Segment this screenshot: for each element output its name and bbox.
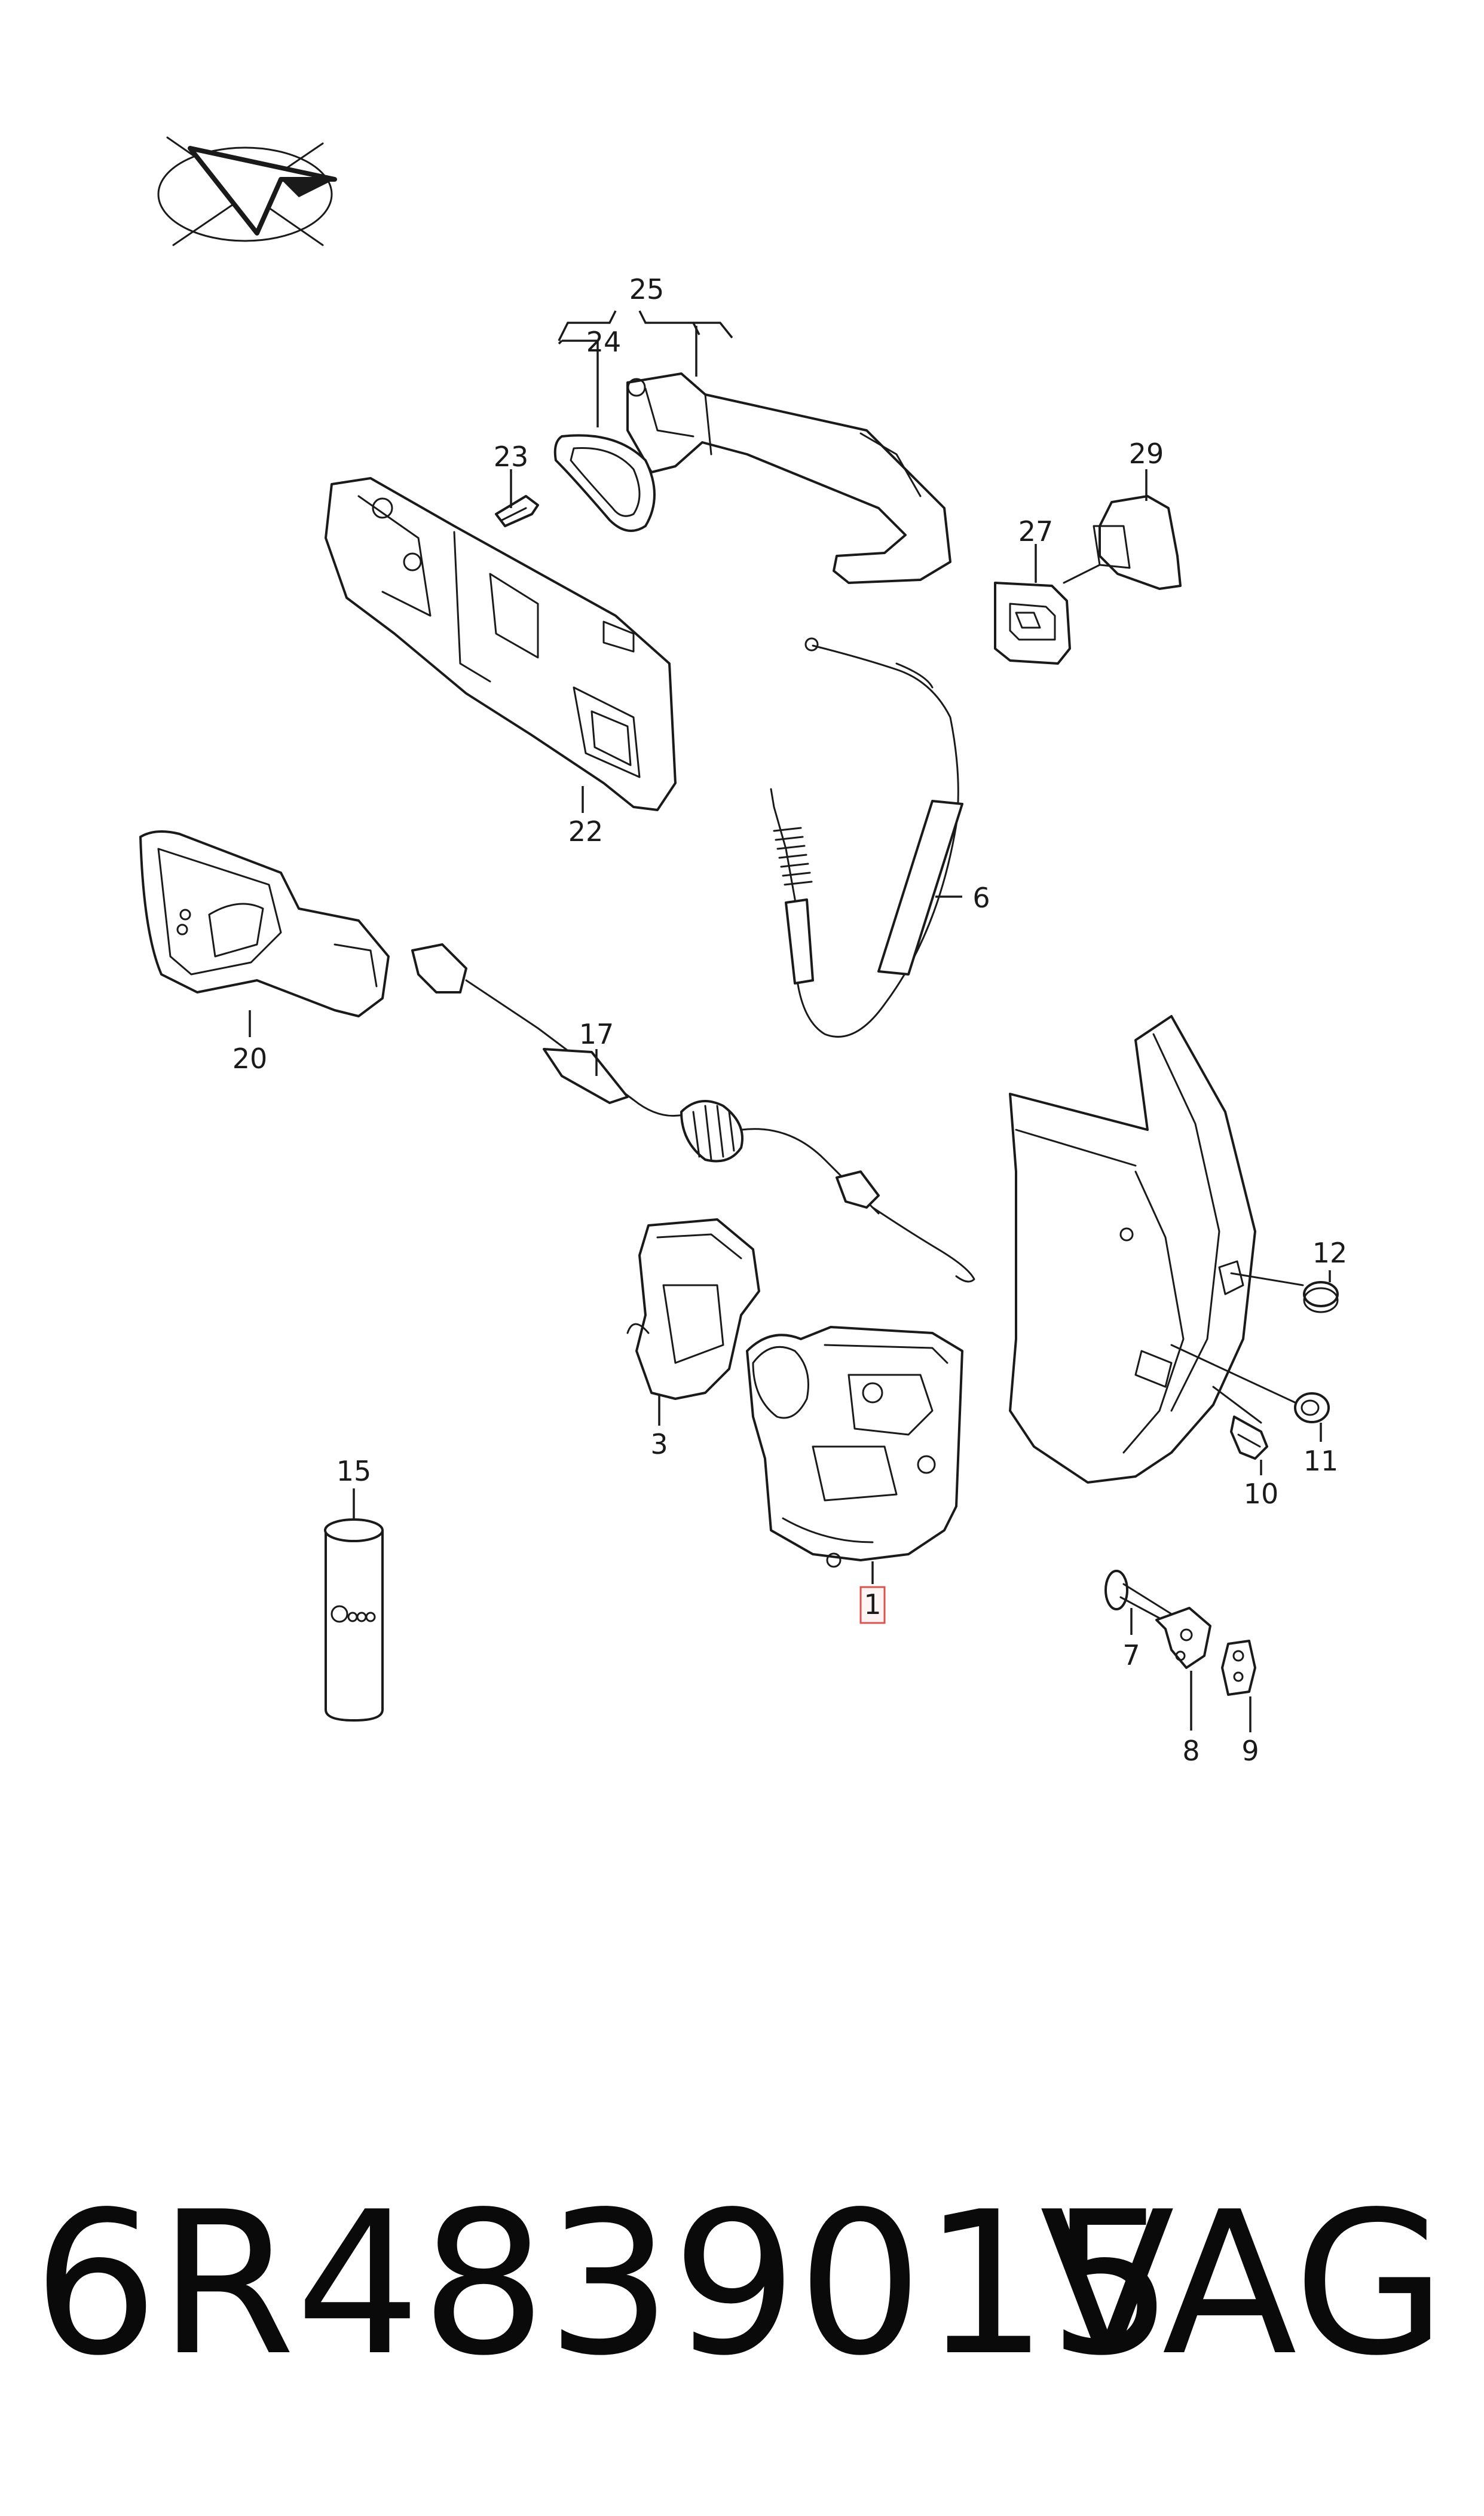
part-6-bowden-cable <box>770 637 963 1038</box>
callout-1[interactable]: 1 <box>864 1588 881 1621</box>
callout-15[interactable]: 15 <box>336 1455 372 1487</box>
callout-9[interactable]: 9 <box>1241 1735 1259 1767</box>
part-1-door-lock <box>746 1326 963 1568</box>
part-15-lubricant-can <box>324 1518 384 1722</box>
callout-8[interactable]: 8 <box>1182 1735 1200 1767</box>
callout-29[interactable]: 29 <box>1129 438 1164 470</box>
part-number: 6R4839015 <box>33 2169 1174 2399</box>
callout-11[interactable]: 11 <box>1304 1445 1339 1477</box>
part-10-bolt <box>1230 1416 1268 1460</box>
callout-25[interactable]: 25 <box>629 273 665 305</box>
callout-27[interactable]: 27 <box>1018 515 1054 548</box>
door-frame-section <box>1009 1015 1304 1484</box>
part-12-plug <box>1303 1281 1339 1313</box>
callout-12[interactable]: 12 <box>1312 1237 1348 1269</box>
leader-lines <box>249 310 1331 1732</box>
callout-10[interactable]: 10 <box>1244 1478 1279 1510</box>
part-7-screw <box>1104 1570 1173 1624</box>
callout-22[interactable]: 22 <box>568 815 604 848</box>
callout-23[interactable]: 23 <box>494 441 529 473</box>
direction-arrow-icon <box>157 136 337 246</box>
part-8-striker <box>1155 1607 1211 1669</box>
part-20-inner-handle <box>139 830 390 1017</box>
callout-20[interactable]: 20 <box>232 1043 268 1075</box>
part-17-release-cable <box>411 943 975 1283</box>
callout-labels: 25 24 23 29 27 6 22 20 17 3 1 15 12 11 1… <box>232 273 1348 1767</box>
callout-24[interactable]: 24 <box>586 326 622 358</box>
part-25-door-handle <box>626 372 951 584</box>
callout-3[interactable]: 3 <box>650 1428 668 1460</box>
part-3-lock-cover <box>626 1218 760 1400</box>
callout-6[interactable]: 6 <box>972 882 990 914</box>
callout-7[interactable]: 7 <box>1122 1639 1140 1671</box>
part-9-shim <box>1221 1640 1256 1696</box>
part-23-screw <box>495 495 539 527</box>
part-24-handle-gasket <box>553 434 656 532</box>
callout-17[interactable]: 17 <box>579 1018 614 1050</box>
part-29-cover-cap <box>1063 495 1182 590</box>
part-11-grommet <box>1294 1392 1330 1423</box>
part-27-trim-gasket <box>994 582 1071 665</box>
part-22-handle-carrier <box>325 477 677 811</box>
selected-callout-frame <box>859 1586 886 1624</box>
brand-name: VAG <box>1040 2169 1446 2399</box>
